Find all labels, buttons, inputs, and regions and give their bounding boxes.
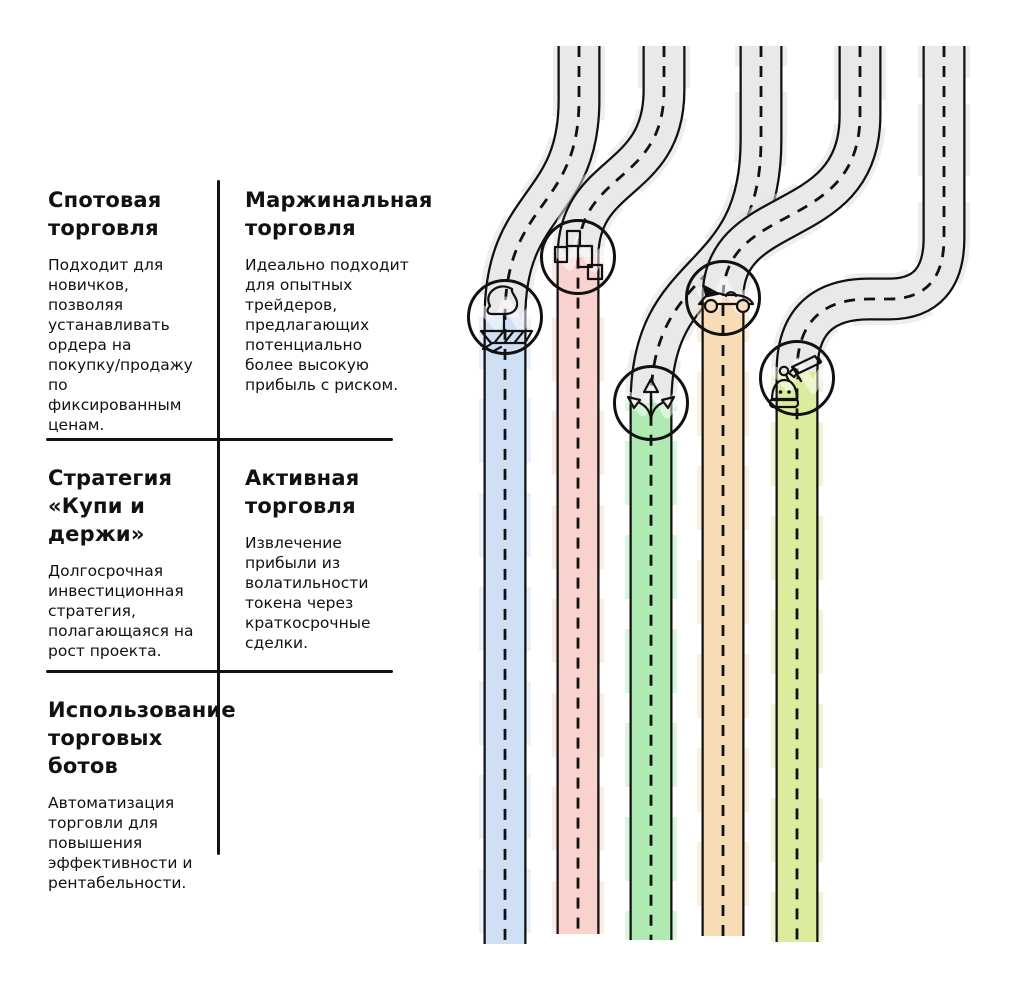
road-lane-1 (467, 46, 605, 944)
branching-arrows-icon (626, 377, 676, 421)
robot-camera-icon (768, 354, 823, 409)
section-title: Маржинальная торговля (245, 188, 433, 240)
divider-horizontal-2 (46, 670, 393, 673)
section-margin-trading: Маржинальная торговля Идеально подходит … (245, 186, 433, 395)
lane-dash-line (795, 46, 946, 942)
scattered-blocks-icon (553, 229, 604, 281)
section-body: Идеально подходит для опытных трейдеров,… (245, 256, 409, 394)
section-body: Автоматизация торговли для повышения эфф… (48, 794, 193, 892)
lane-dash-line (503, 46, 581, 944)
section-spot-trading: Спотовая торговля Подходит для новичков,… (48, 186, 216, 435)
badge-circle (467, 279, 543, 355)
section-title: Стратегия «Купи и держи» (48, 466, 173, 546)
badge-circle (613, 365, 689, 441)
section-body: Извлечение прибыли из волатильности токе… (245, 534, 371, 652)
section-buy-and-hold: Стратегия «Купи и держи» Долгосрочная ин… (48, 464, 218, 661)
badge-circle (685, 260, 761, 336)
crayon-scribble (478, 296, 534, 333)
lane-dash-line (721, 46, 862, 936)
divider-vertical (217, 180, 220, 855)
road-lane-5 (759, 46, 970, 942)
section-body: Подходит для новичков, позволяя устанавл… (48, 256, 193, 434)
road-lane-4 (685, 46, 886, 936)
race-car-icon (697, 284, 755, 314)
section-title: Использование торговых ботов (48, 698, 236, 778)
section-trading-bots: Использование торговых ботов Автоматизац… (48, 696, 236, 893)
crayon-scribble (770, 357, 826, 394)
section-active-trading: Активная торговля Извлечение прибыли из … (245, 464, 415, 653)
crayon-scribble (624, 382, 680, 419)
section-title: Активная торговля (245, 466, 360, 518)
badge-circle (540, 219, 616, 295)
lane-dash-line (576, 46, 666, 934)
sailboat-icon (479, 285, 534, 354)
road-lane-2 (540, 46, 690, 934)
divider-horizontal-1 (46, 438, 393, 441)
badge-circle (759, 340, 835, 416)
section-title: Спотовая торговля (48, 188, 162, 240)
section-body: Долгосрочная инвестиционная стратегия, п… (48, 562, 194, 660)
road-surface (703, 46, 880, 300)
